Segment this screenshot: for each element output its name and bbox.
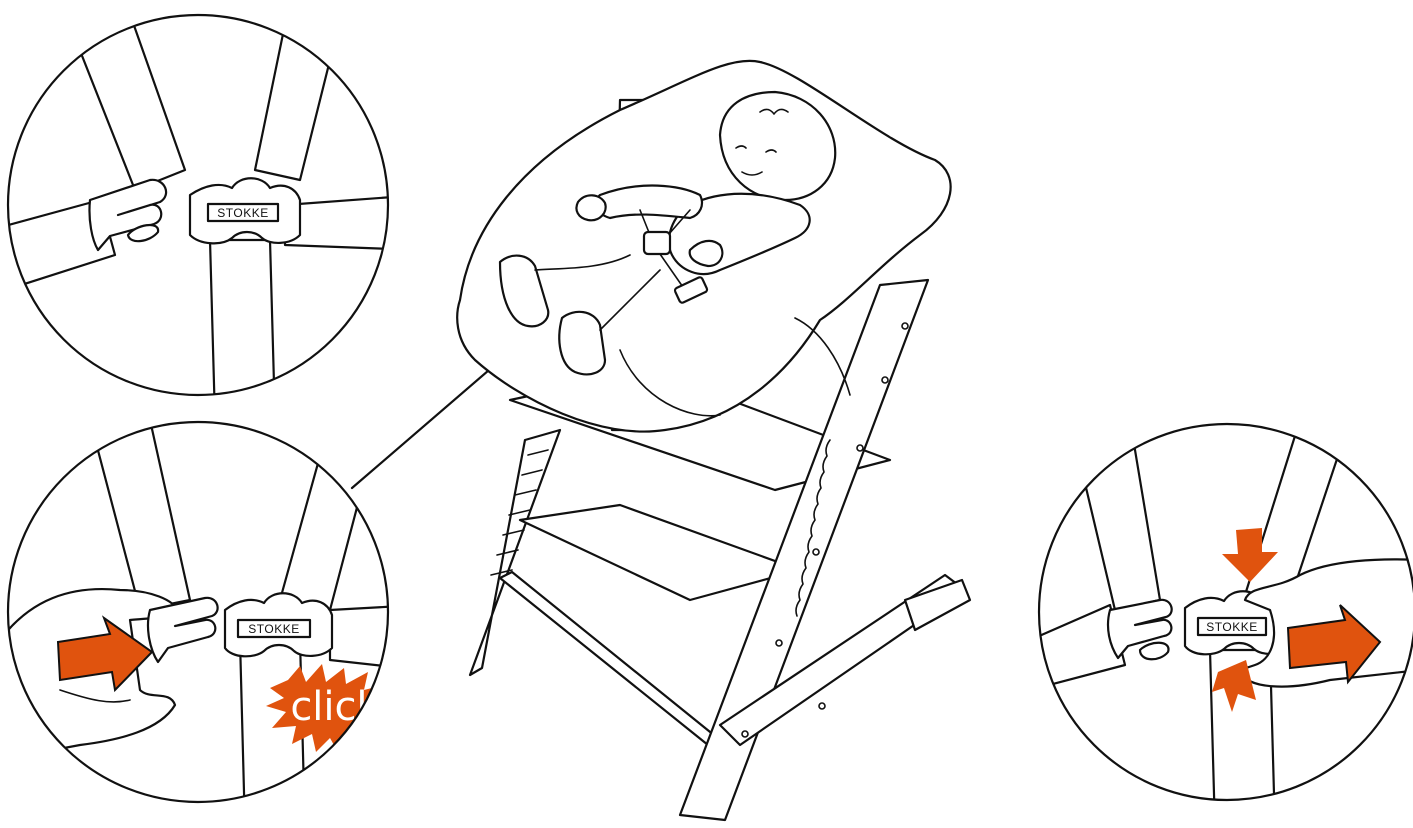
panel-buckle-detail: STOKKE: [0, 0, 420, 420]
brand-label-text: STOKKE: [248, 622, 299, 636]
click-label: click: [290, 684, 380, 730]
high-chair-with-newborn-set: [457, 61, 970, 820]
brand-label-text: STOKKE: [217, 206, 268, 220]
panel-fastening: STOKKE click: [0, 420, 420, 828]
brand-label-text: STOKKE: [1206, 620, 1257, 634]
panel-release: STOKKE: [1030, 420, 1413, 828]
